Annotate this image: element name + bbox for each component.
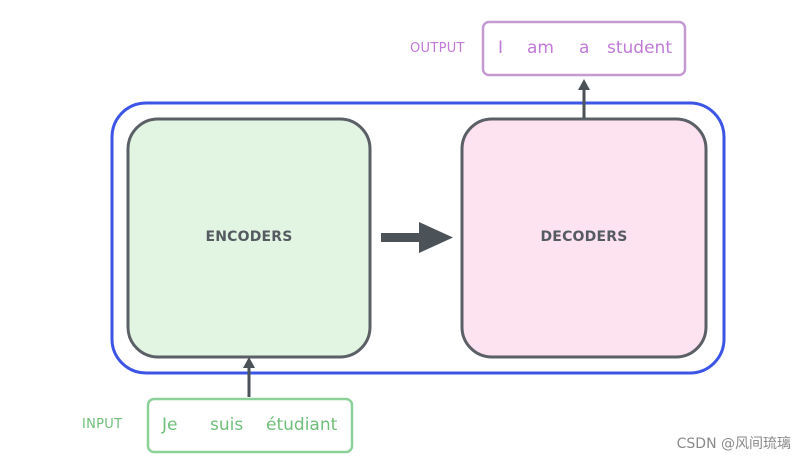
watermark-text: CSDN @风间琉璃 — [676, 436, 791, 452]
input-to-encoder-arrow — [243, 357, 255, 397]
input-token: étudiant — [266, 415, 338, 435]
encoder-label: ENCODERS — [205, 229, 293, 245]
decoder-box — [460, 117, 708, 359]
output-token: I — [498, 38, 504, 58]
input-token: Je — [162, 415, 178, 435]
input-box — [146, 397, 354, 454]
output-token: am — [527, 38, 554, 58]
output-box — [481, 20, 687, 77]
output-token: a — [579, 38, 590, 58]
encoder-to-decoder-arrow — [381, 222, 453, 253]
output-token: student — [607, 38, 672, 58]
decoder-label: DECODERS — [540, 229, 628, 245]
output-label: OUTPUT — [410, 41, 465, 56]
decoder-to-output-arrow — [578, 79, 590, 118]
input-token: suis — [210, 415, 244, 435]
input-label: INPUT — [82, 417, 123, 432]
transformer-container — [110, 101, 726, 375]
